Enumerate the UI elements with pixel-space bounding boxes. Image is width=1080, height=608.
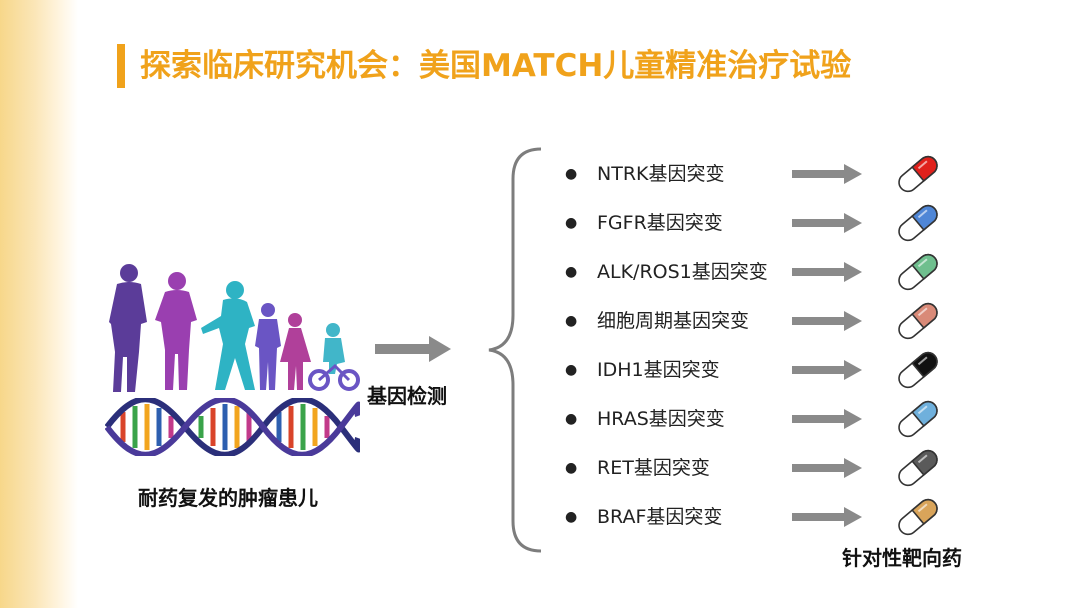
- arrow-right-icon: [375, 336, 451, 362]
- bullet-icon: ●: [565, 264, 578, 280]
- bullet-icon: ●: [565, 166, 578, 182]
- arrow-right-icon: [792, 311, 862, 331]
- mutation-label: IDH1基因突变: [597, 359, 720, 381]
- arrow-right-icon: [792, 164, 862, 184]
- title-accent-bar: [117, 44, 125, 88]
- bullet-icon: ●: [565, 313, 578, 329]
- mutation-label: 细胞周期基因突变: [597, 310, 750, 332]
- arrow-right-icon: [792, 262, 862, 282]
- arrow-right-icon: [792, 213, 862, 233]
- bullet-icon: ●: [565, 460, 578, 476]
- curly-brace: [488, 147, 542, 553]
- capsule-icon: [898, 449, 938, 487]
- arrow-right-icon: [792, 409, 862, 429]
- capsule-icon: [898, 155, 938, 193]
- arrow-right-icon: [792, 458, 862, 478]
- patients-caption: 耐药复发的肿瘤患儿: [138, 486, 318, 510]
- arrow-right-icon: [792, 360, 862, 380]
- capsule-icon: [898, 498, 938, 536]
- capsule-icon: [898, 253, 938, 291]
- left-decorative-band: [0, 0, 78, 608]
- page-title: 探索临床研究机会：美国MATCH儿童精准治疗试验: [140, 48, 852, 84]
- mutation-label: HRAS基因突变: [597, 408, 725, 430]
- dna-helix-icon: [105, 398, 360, 456]
- mutation-label: NTRK基因突变: [597, 163, 725, 185]
- bullet-icon: ●: [565, 362, 578, 378]
- family-silhouette-icon: [109, 264, 360, 392]
- drugs-caption: 针对性靶向药: [842, 546, 962, 570]
- mutation-label: FGFR基因突变: [597, 212, 723, 234]
- arrow-pill-column: [792, 155, 938, 536]
- mutation-label: ALK/ROS1基因突变: [597, 261, 768, 283]
- mutation-label: RET基因突变: [597, 457, 710, 479]
- detection-label: 基因检测: [367, 384, 447, 408]
- capsule-icon: [898, 204, 938, 242]
- capsule-icon: [898, 351, 938, 389]
- capsule-icon: [898, 302, 938, 340]
- bullet-icon: ●: [565, 509, 578, 525]
- mutation-label: BRAF基因突变: [597, 506, 723, 528]
- bullet-icon: ●: [565, 411, 578, 427]
- capsule-icon: [898, 400, 938, 438]
- bullet-icon: ●: [565, 215, 578, 231]
- arrow-right-icon: [792, 507, 862, 527]
